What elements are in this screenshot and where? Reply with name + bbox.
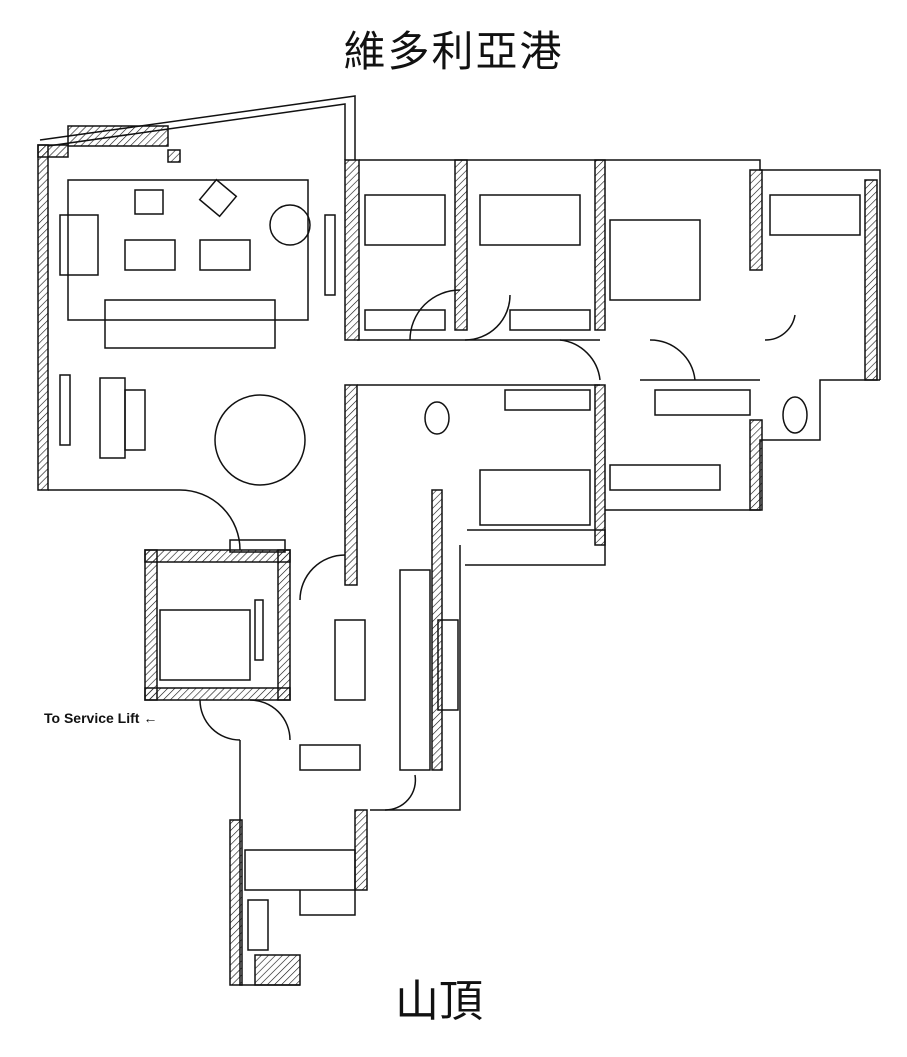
arrow-left-icon: ← <box>143 710 158 726</box>
service-lift-text: To Service Lift <box>44 710 140 726</box>
balcony <box>39 95 356 160</box>
harbour-view-label: 維多利亞港 <box>343 27 564 76</box>
outline <box>48 159 881 986</box>
walls <box>37 144 878 986</box>
peak-view-label: 山頂 <box>395 976 483 1027</box>
kitchen-fixtures <box>244 569 459 951</box>
service-lift-label: To Service Lift ← <box>44 710 157 726</box>
bedroom-furniture <box>364 194 861 526</box>
living-room-furniture <box>59 178 336 681</box>
